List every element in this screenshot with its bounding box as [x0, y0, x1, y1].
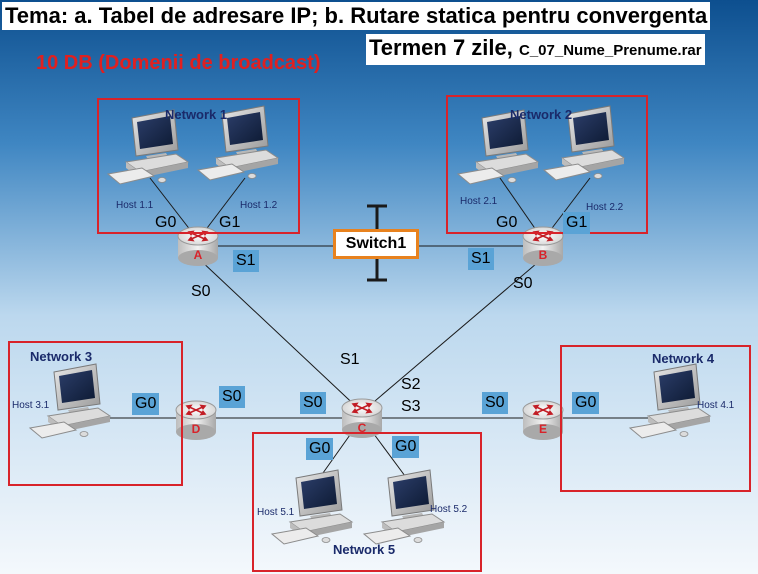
router-a-label: A: [193, 248, 203, 262]
iface-b-g1: G1: [563, 212, 591, 234]
network-1-label: Network 1: [165, 107, 228, 122]
iface-d-s0: S0: [219, 386, 245, 408]
iface-b-s1: S1: [468, 248, 494, 270]
iface-e-g0: G0: [572, 392, 600, 414]
host-1-2-label: Host 1.2: [240, 200, 278, 211]
network-4-box: [560, 345, 751, 492]
host-5-1-label: Host 5.1: [257, 507, 295, 518]
iface-b-g0: G0: [496, 214, 518, 231]
network-4-label: Network 4: [652, 351, 715, 366]
title-filename: C_07_Nume_Prenume.rar: [519, 42, 702, 59]
network-2-box: [446, 95, 648, 234]
iface-b-s0: S0: [513, 275, 533, 292]
router-d-label: D: [191, 422, 201, 436]
host-4-1-label: Host 4.1: [697, 400, 735, 411]
host-2-2-label: Host 2.2: [586, 202, 624, 213]
iface-d-g0: G0: [132, 393, 160, 415]
iface-e-s0: S0: [482, 392, 508, 414]
host-3-1-label: Host 3.1: [12, 400, 50, 411]
iface-c-g0-right: G0: [392, 436, 420, 458]
iface-a-s1: S1: [233, 250, 259, 272]
title-line-2: Termen 7 zile, C_07_Nume_Prenume.rar: [366, 34, 705, 65]
iface-a-g1: G1: [219, 214, 241, 231]
host-5-2-label: Host 5.2: [430, 504, 468, 515]
iface-c-s1: S1: [340, 351, 360, 368]
title-line-1: Tema: a. Tabel de adresare IP; b. Rutare…: [2, 2, 711, 30]
iface-c-s3: S3: [401, 398, 421, 415]
iface-c-s0: S0: [300, 392, 326, 414]
iface-c-g0-left: G0: [306, 438, 334, 460]
iface-c-s2: S2: [401, 376, 421, 393]
host-2-1-label: Host 2.1: [460, 196, 498, 207]
router-c-label: C: [357, 421, 367, 435]
network-5-box: [252, 432, 482, 572]
network-2-label: Network 2: [510, 107, 573, 122]
network-5-label: Network 5: [333, 542, 396, 557]
router-b-label: B: [538, 248, 548, 262]
switch1-label: Switch1: [333, 229, 419, 259]
network-3-box: [8, 341, 183, 486]
network-3-label: Network 3: [30, 349, 93, 364]
iface-a-s0: S0: [191, 283, 211, 300]
title-deadline: Termen 7 zile,: [369, 35, 513, 60]
broadcast-domains-label: 10 DB (Domenii de broadcast): [36, 52, 321, 74]
router-e-label: E: [538, 422, 547, 436]
host-1-1-label: Host 1.1: [116, 200, 154, 211]
iface-a-g0: G0: [155, 214, 177, 231]
network-1-box: [97, 98, 300, 234]
